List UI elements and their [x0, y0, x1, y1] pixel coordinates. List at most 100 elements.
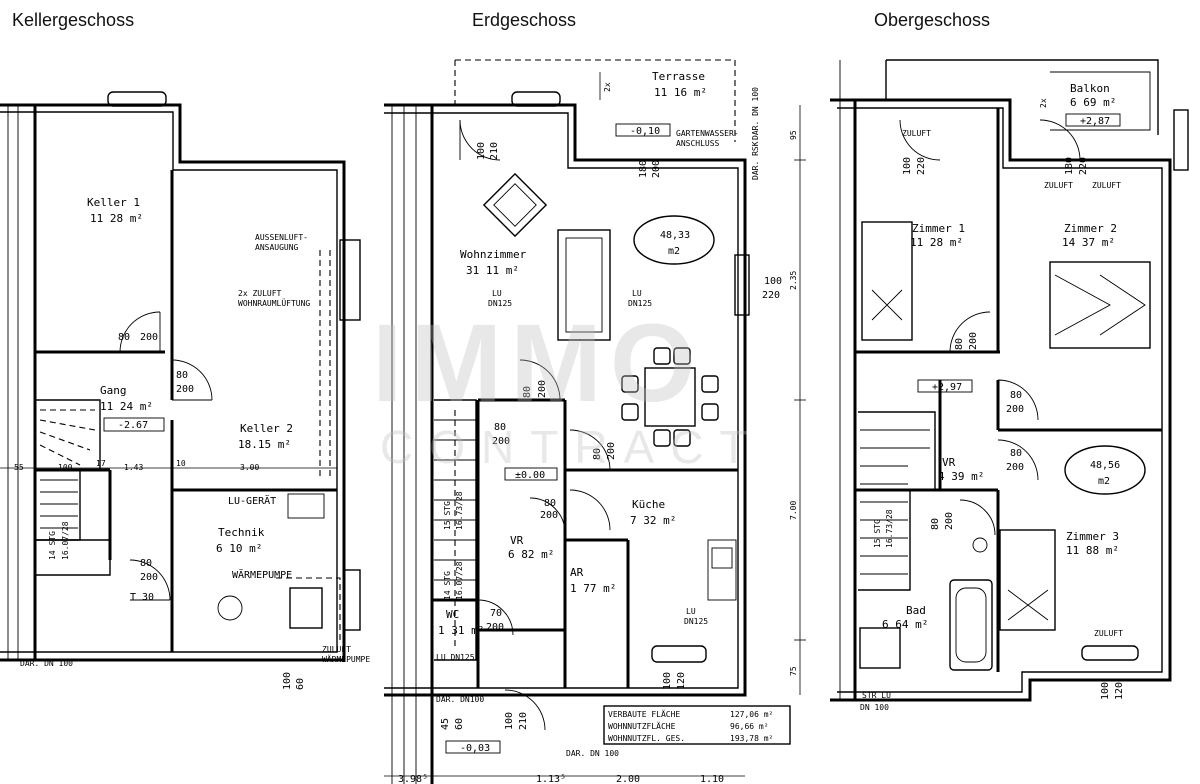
ground-floor-plan: Terrasse 11 16 m² 2x -0,10 GARTENWASSER-… [384, 59, 806, 784]
top-door2-height: 200 [651, 160, 662, 178]
basement-stairs [36, 399, 111, 576]
ground-stairs-count-2: 14 STG [443, 571, 452, 600]
upper-str-lu: STR LU [862, 691, 891, 700]
ground-badge-value: 48,33 [660, 230, 690, 241]
dim-bottom-4: 1.10 [700, 774, 724, 784]
basement-stairs-count: 14 STG [48, 531, 57, 560]
zimmer2-name: Zimmer 2 [1064, 222, 1117, 235]
door-c-height: 200 [606, 442, 617, 460]
entry-door-width: 100 [504, 712, 515, 730]
armchair [482, 172, 548, 238]
right-window-height: 220 [762, 290, 780, 301]
ar-area: 1 77 m² [570, 582, 616, 595]
upper-door-d-width: 80 [930, 518, 941, 530]
upper-top-door-width: 100 [902, 157, 913, 175]
kitchen-vent-lu: LU [686, 607, 696, 616]
dim-143: 1.43 [124, 463, 143, 472]
bed-zimmer1 [861, 221, 913, 341]
ansaugung-label: ANSAUGUNG [255, 243, 299, 252]
summary-label-1: VERBAUTE FLÄCHE [608, 709, 680, 719]
kitchen-vent-dn: DN125 [684, 617, 708, 626]
summary-value-2: 96,66 m² [730, 722, 769, 731]
dim-vert-4: 75 [789, 666, 798, 676]
kueche-area: 7 32 m² [630, 514, 676, 527]
top-door-height: 210 [489, 142, 500, 160]
basement-drain: DAR. DN 100 [20, 659, 73, 668]
summary-value-1: 127,06 m² [730, 710, 773, 719]
bottom-window-height: 120 [676, 672, 687, 690]
vent-dn-1: DN125 [488, 299, 512, 308]
zuluft-wp-label: ZULUFT [322, 645, 351, 654]
ground-stairs [434, 399, 477, 661]
ground-drain-100: DAR. DN 100 [751, 87, 760, 140]
wohnraum-label: WOHNRAUMLÜFTUNG [238, 298, 310, 308]
door-width-c: 80 [140, 558, 152, 569]
vr-area: 6 82 m² [508, 548, 554, 561]
upper-badge-value: 48,56 [1090, 460, 1120, 471]
ground-badge-unit: m2 [668, 246, 680, 257]
bed-zimmer3 [999, 529, 1056, 631]
terrasse-level: -0,10 [630, 126, 660, 137]
bottom-window-width: 100 [662, 672, 673, 690]
ground-level-zero: ±0.00 [515, 470, 545, 481]
balkon-dim-2x: 2x [1039, 98, 1048, 108]
entry-level: -0,03 [460, 743, 490, 754]
gang-level: -2.67 [118, 420, 148, 431]
gang-area: 11 24 m² [100, 400, 153, 413]
dim-10: 10 [176, 459, 186, 468]
wohnzimmer-area: 31 11 m² [466, 264, 519, 277]
bathtub [949, 579, 993, 671]
dim-bottom-2: 1.13⁵ [536, 774, 566, 784]
upper-bottom-window-width: 100 [1100, 682, 1111, 700]
basement-stairs-ratio: 16.07/28 [61, 521, 70, 560]
dim-bottom-3: 2.00 [616, 774, 640, 784]
area-summary-box [603, 705, 791, 745]
wc-drain: DAR. DN100 [436, 695, 484, 704]
basement-heading: Kellergeschoss [12, 10, 135, 30]
upper-door-c-width: 80 [1010, 448, 1022, 459]
basement-plan: Keller 1 11 28 m² AUSSENLUFT- ANSAUGUNG … [0, 91, 370, 690]
basement-window-width: 100 [282, 672, 293, 690]
upper-door-a-width: 80 [954, 338, 965, 350]
small-window-height: 60 [454, 718, 465, 730]
door-width-a: 80 [118, 332, 130, 343]
upper-door-b-width: 80 [1010, 390, 1022, 401]
door-a-width: 80 [522, 386, 533, 398]
top-door2-width: 180 [638, 160, 649, 178]
aussenluft-label: AUSSENLUFT- [255, 233, 308, 242]
door-fire-rating: T 30 [130, 592, 154, 603]
vent-lu-1: LU [492, 289, 502, 298]
balkon-level: +2,87 [1080, 116, 1110, 127]
summary-label-2: WOHNNUTZFLÄCHE [608, 721, 676, 731]
upper-door-d-height: 200 [944, 512, 955, 530]
ground-floor-heading: Erdgeschoss [472, 10, 577, 30]
terrasse-name: Terrasse [652, 70, 705, 83]
door-c-width: 80 [592, 448, 603, 460]
door-a-height: 200 [537, 380, 548, 398]
zimmer1-area: 11 28 m² [910, 236, 963, 249]
dim-55: 55 [14, 463, 24, 472]
entry-door-height: 210 [518, 712, 529, 730]
upper-floor-heading: Obergeschoss [874, 10, 991, 30]
zuluft-2: ZULUFT [1044, 181, 1073, 190]
zuluft-wp-label-2: WÄRMEPUMPE [322, 654, 370, 664]
vent-lu-2: LU [632, 289, 642, 298]
wc-area: 1 31 m² [438, 624, 484, 637]
technik-area: 6 10 m² [216, 542, 262, 555]
dim-vert-3: 7.00 [789, 501, 798, 520]
dim-bottom-1: 3.98⁵ [398, 774, 428, 784]
gang-name: Gang [100, 384, 127, 397]
technik-name: Technik [218, 526, 265, 539]
upper-badge-unit: m2 [1098, 476, 1110, 487]
right-window-width: 100 [764, 276, 782, 287]
upper-area-badge [1064, 445, 1146, 495]
entry-drain: DAR. DN 100 [566, 749, 619, 758]
dim-100: 100 [58, 463, 73, 472]
wohnzimmer-name: Wohnzimmer [460, 248, 527, 261]
summary-value-3: 193,78 m² [730, 734, 773, 743]
balkon-name: Balkon [1070, 82, 1110, 95]
basement-window-height: 60 [295, 678, 306, 690]
upper-floor-plan: Balkon 6 69 m² 2x +2,87 ZULUFT 100 220 1… [830, 59, 1189, 712]
top-door-width: 100 [476, 142, 487, 160]
zimmer3-name: Zimmer 3 [1066, 530, 1119, 543]
